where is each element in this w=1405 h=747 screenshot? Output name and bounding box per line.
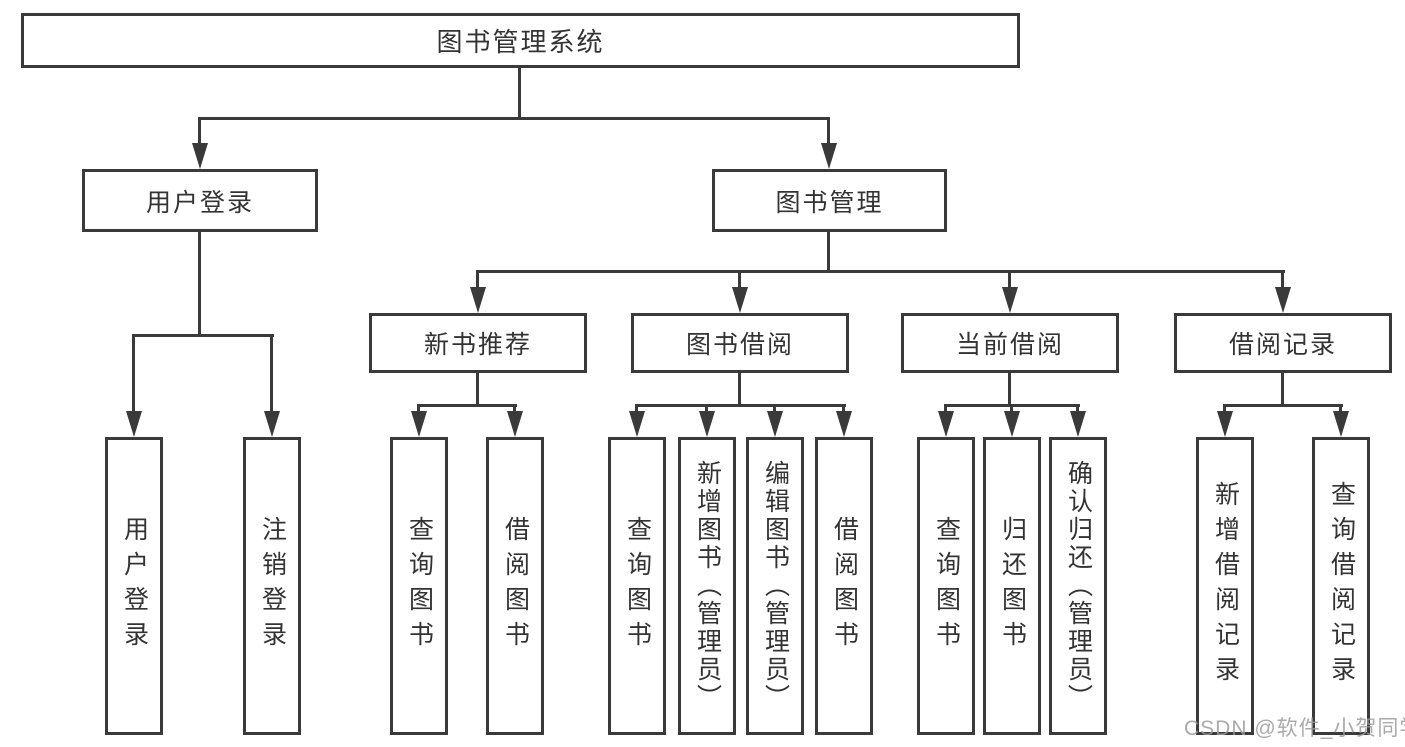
leaf-label: 归还图书 — [998, 516, 1027, 656]
connector-line — [1008, 373, 1011, 407]
node-new-book-recommendation: 新书推荐 — [369, 313, 587, 373]
connector-line — [635, 404, 846, 407]
arrow-down-icon — [732, 287, 748, 313]
connector-line — [1281, 270, 1284, 287]
connector-line — [705, 404, 708, 411]
leaf-query-books-current: 查询图书 — [917, 437, 975, 735]
leaf-label: 借阅图书 — [830, 516, 859, 656]
node-user-login: 用户登录 — [82, 169, 318, 232]
node-library-management-system: 图书管理系统 — [21, 13, 1020, 68]
connector-line — [827, 117, 830, 143]
arrow-down-icon — [938, 411, 954, 437]
connector-line — [132, 334, 274, 337]
connector-line — [842, 404, 845, 411]
connector-line — [738, 270, 741, 287]
leaf-label: 确认归还（管理员） — [1064, 460, 1093, 712]
arrow-down-icon — [1070, 411, 1086, 437]
leaf-query-borrow-record: 查询借阅记录 — [1312, 437, 1370, 735]
leaf-user-login: 用户登录 — [105, 437, 163, 735]
connector-line — [1010, 404, 1013, 411]
arrow-down-icon — [767, 411, 783, 437]
node-book-borrowing: 图书借阅 — [631, 313, 849, 373]
connector-line — [1076, 404, 1079, 411]
leaf-label: 新增借阅记录 — [1211, 481, 1240, 691]
csdn-watermark: CSDN @软件_小贺同学 — [1184, 717, 1405, 740]
connector-line — [518, 68, 521, 120]
arrow-down-icon — [629, 411, 645, 437]
connector-line — [417, 404, 517, 407]
leaf-label: 借阅图书 — [501, 516, 530, 656]
leaf-label: 查询借阅记录 — [1327, 481, 1356, 691]
arrow-down-icon — [411, 411, 427, 437]
arrow-down-icon — [1333, 411, 1349, 437]
arrow-down-icon — [836, 411, 852, 437]
connector-line — [944, 404, 947, 411]
leaf-label: 新增图书（管理员） — [693, 460, 722, 712]
arrow-down-icon — [699, 411, 715, 437]
connector-line — [1339, 404, 1342, 411]
leaf-confirm-return-admin: 确认归还（管理员） — [1049, 437, 1107, 735]
node-borrowing-records: 借阅记录 — [1174, 313, 1392, 373]
connector-line — [198, 117, 830, 120]
leaf-logout: 注销登录 — [243, 437, 301, 735]
arrow-down-icon — [1004, 411, 1020, 437]
arrow-down-icon — [1002, 287, 1018, 313]
leaf-label: 查询图书 — [405, 516, 434, 656]
connector-line — [476, 373, 479, 407]
arrow-down-icon — [1275, 287, 1291, 313]
leaf-add-books-admin: 新增图书（管理员） — [678, 437, 736, 735]
connector-line — [1281, 373, 1284, 407]
arrow-down-icon — [192, 143, 208, 169]
connector-line — [738, 373, 741, 407]
leaf-label: 编辑图书（管理员） — [761, 460, 790, 712]
leaf-edit-books-admin: 编辑图书（管理员） — [746, 437, 804, 735]
node-current-borrowing: 当前借阅 — [901, 313, 1119, 373]
node-book-management: 图书管理 — [712, 169, 947, 232]
connector-line — [270, 334, 273, 411]
connector-line — [513, 404, 516, 411]
connector-line — [1223, 404, 1343, 407]
leaf-borrow-books-borrowing: 借阅图书 — [815, 437, 873, 735]
connector-line — [773, 404, 776, 411]
leaf-query-books-borrowing: 查询图书 — [608, 437, 666, 735]
arrow-down-icon — [470, 287, 486, 313]
arrow-down-icon — [507, 411, 523, 437]
leaf-label: 注销登录 — [258, 516, 287, 656]
leaf-label: 查询图书 — [932, 516, 961, 656]
connector-line — [198, 117, 201, 143]
leaf-add-borrow-record: 新增借阅记录 — [1196, 437, 1254, 735]
arrow-down-icon — [1217, 411, 1233, 437]
connector-line — [132, 334, 135, 411]
connector-line — [1223, 404, 1226, 411]
connector-line — [635, 404, 638, 411]
connector-line — [827, 232, 830, 273]
leaf-label: 用户登录 — [120, 516, 149, 656]
connector-line — [476, 270, 479, 287]
connector-line — [417, 404, 420, 411]
leaf-borrow-books-recommend: 借阅图书 — [486, 437, 544, 735]
connector-line — [198, 232, 201, 337]
leaf-query-books-recommend: 查询图书 — [390, 437, 448, 735]
connector-line — [476, 270, 1285, 273]
leaf-label: 查询图书 — [623, 516, 652, 656]
arrow-down-icon — [264, 411, 280, 437]
arrow-down-icon — [821, 143, 837, 169]
leaf-return-books: 归还图书 — [983, 437, 1041, 735]
connector-line — [1008, 270, 1011, 287]
arrow-down-icon — [126, 411, 142, 437]
